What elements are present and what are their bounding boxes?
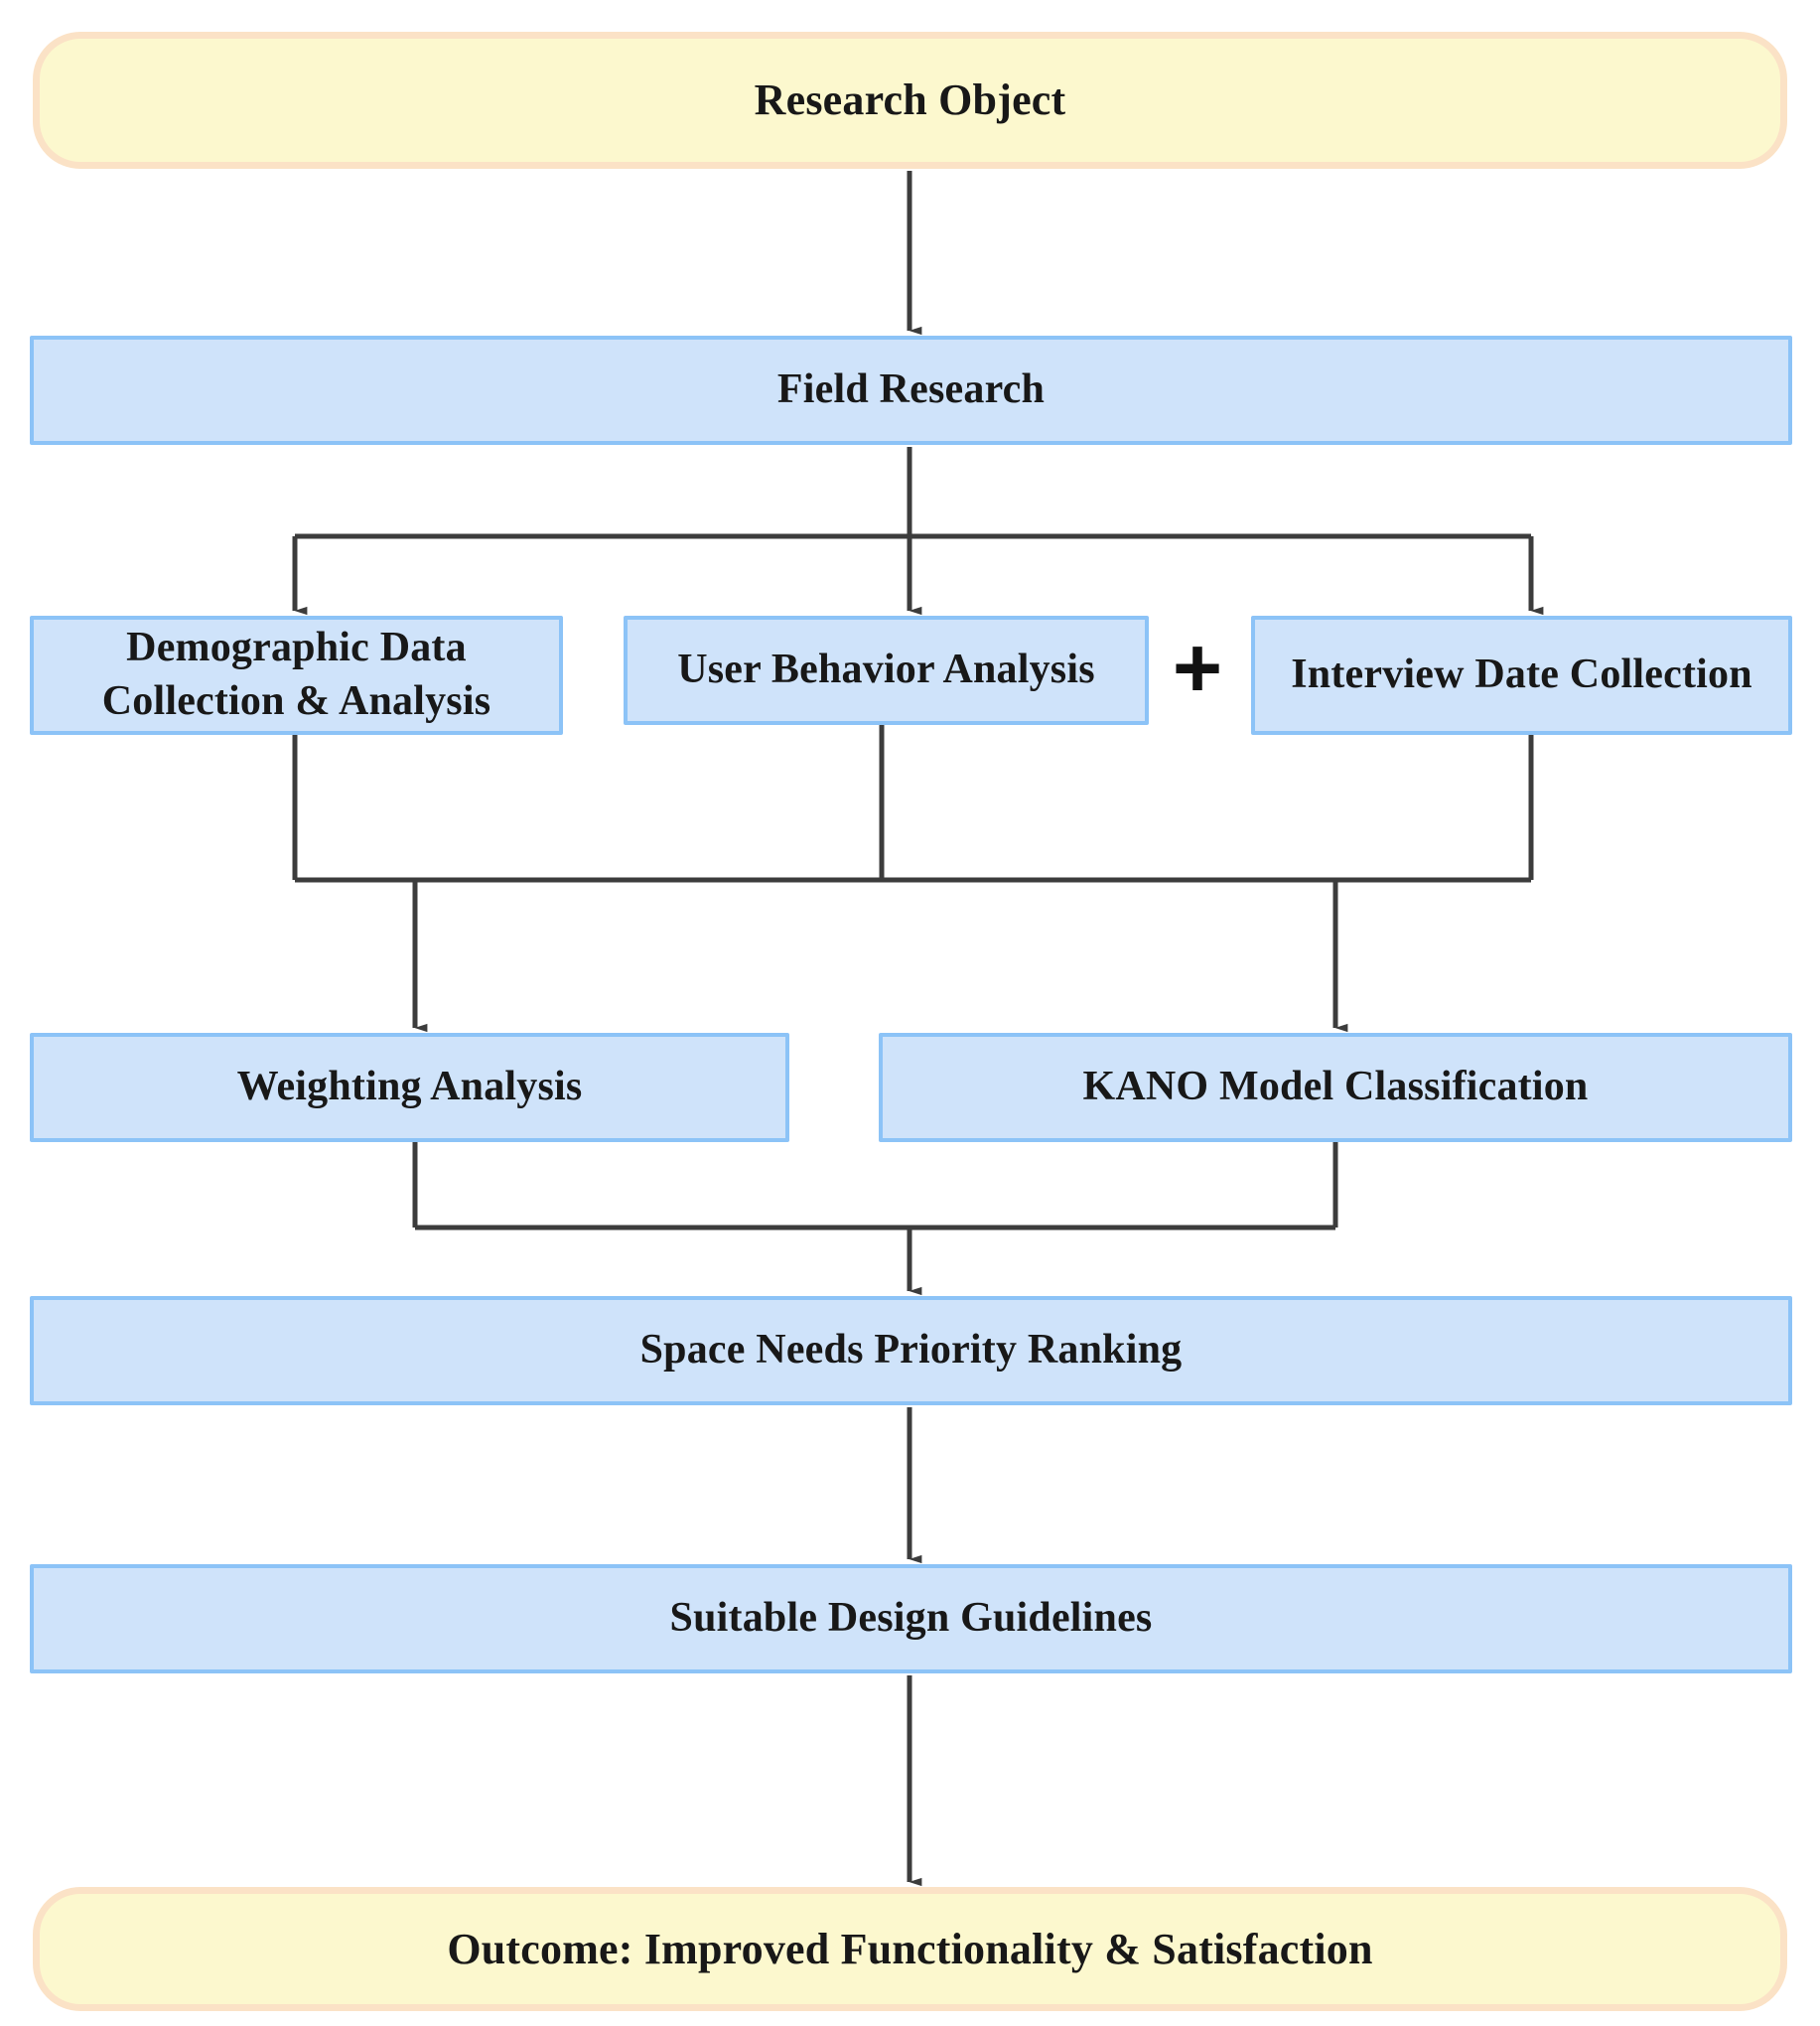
node-kano-model[interactable]: KANO Model Classification	[879, 1033, 1792, 1142]
plus-operator-icon: +	[1172, 621, 1223, 716]
node-research-object[interactable]: Research Object	[33, 32, 1787, 169]
node-user-behavior[interactable]: User Behavior Analysis	[624, 616, 1149, 725]
node-demographic-data-label: Demographic Data Collection & Analysis	[101, 625, 491, 724]
node-field-research[interactable]: Field Research	[30, 336, 1792, 445]
node-space-needs-label: Space Needs Priority Ranking	[639, 1327, 1183, 1374]
node-design-guidelines-label: Suitable Design Guidelines	[669, 1595, 1153, 1642]
node-space-needs[interactable]: Space Needs Priority Ranking	[30, 1296, 1792, 1405]
node-interview-date[interactable]: Interview Date Collection	[1251, 616, 1792, 735]
node-outcome[interactable]: Outcome: Improved Functionality & Satisf…	[33, 1887, 1787, 2011]
node-design-guidelines[interactable]: Suitable Design Guidelines	[30, 1564, 1792, 1673]
node-interview-date-label: Interview Date Collection	[1291, 651, 1752, 698]
node-weighting-analysis[interactable]: Weighting Analysis	[30, 1033, 789, 1142]
node-user-behavior-label: User Behavior Analysis	[677, 647, 1095, 693]
node-weighting-analysis-label: Weighting Analysis	[236, 1064, 583, 1110]
node-field-research-label: Field Research	[776, 366, 1046, 413]
node-research-object-label: Research Object	[754, 75, 1066, 125]
node-kano-model-label: KANO Model Classification	[1082, 1064, 1589, 1110]
node-outcome-label: Outcome: Improved Functionality & Satisf…	[447, 1924, 1373, 1973]
node-demographic-data[interactable]: Demographic Data Collection & Analysis	[30, 616, 563, 735]
